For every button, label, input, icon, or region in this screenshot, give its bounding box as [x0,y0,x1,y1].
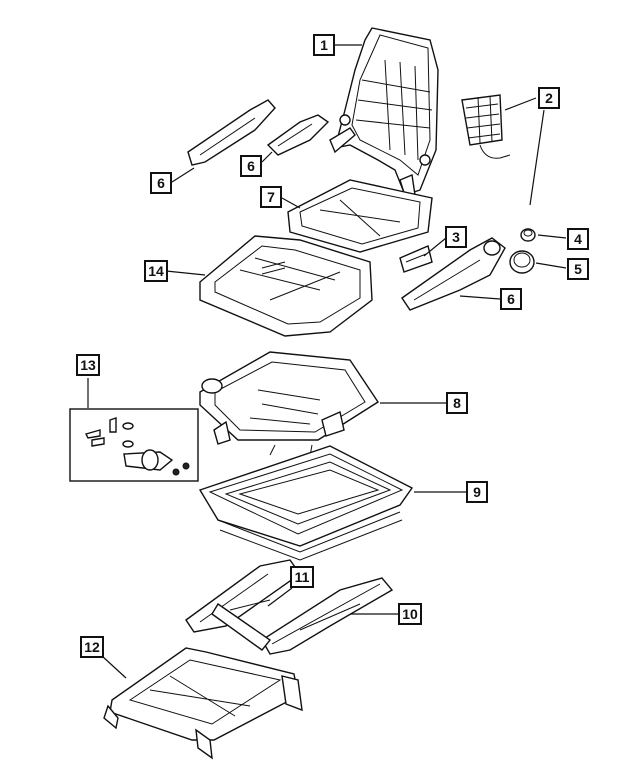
knob-large [509,250,535,274]
power-seat-adjuster [199,351,379,457]
seat-back-frame [329,27,439,197]
callout-9: 9 [466,481,488,503]
callout-4: 4 [567,228,589,250]
callout-8: 8 [446,392,468,414]
callout-11: 11 [290,566,314,588]
lumbar-support [461,94,511,159]
hardware-kit [69,408,199,482]
callout-12: 12 [80,636,104,658]
callout-7: 7 [260,186,282,208]
callout-6-right: 6 [500,288,522,310]
seat-adjuster-frame [199,235,373,337]
side-shield-right [401,237,506,311]
switch-bezel [399,245,433,273]
knob-small [520,228,536,242]
callout-10: 10 [398,603,422,625]
callout-14: 14 [144,260,168,282]
callout-13: 13 [76,354,100,376]
callout-6-top-left: 6 [150,172,172,194]
callout-5: 5 [567,258,589,280]
leader-lines [87,44,567,679]
callout-2: 2 [538,87,560,109]
callout-3: 3 [445,226,467,248]
cushion-pan [287,179,433,253]
seat-cushion-tray [198,445,414,561]
seat-riser-base [103,647,303,760]
seat-track-right [211,577,394,655]
callout-6-top-middle: 6 [240,155,262,177]
side-shield-left [187,99,276,166]
side-shield-middle [266,114,330,156]
callout-1: 1 [313,34,335,56]
